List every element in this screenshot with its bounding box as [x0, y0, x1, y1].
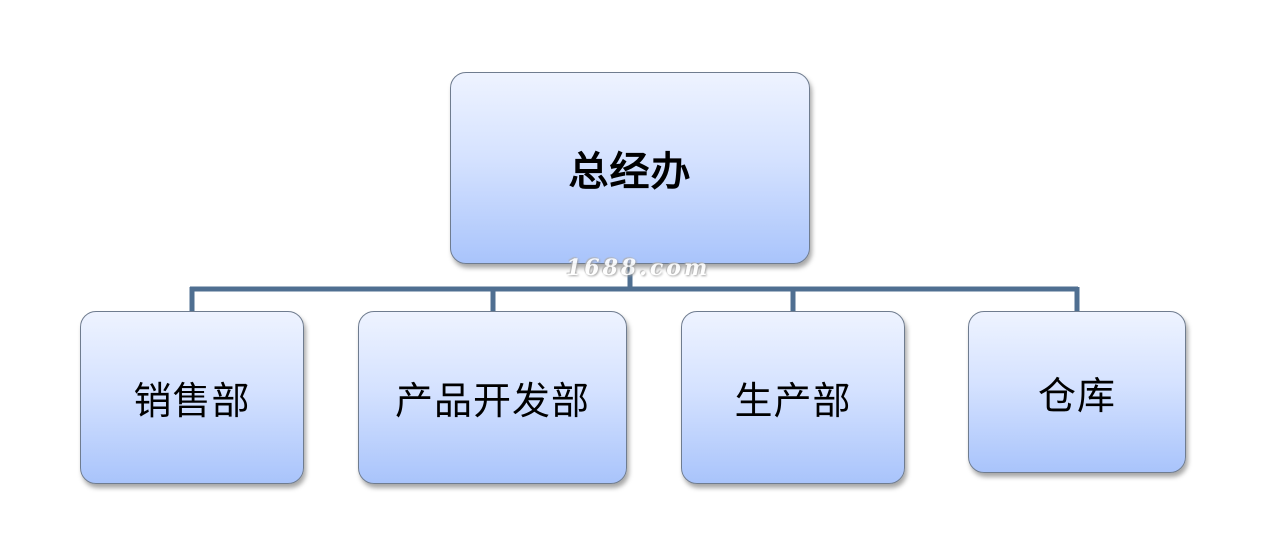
- node-product-dev-dept: 产品开发部: [358, 311, 627, 484]
- node-warehouse-label: 仓库: [1037, 373, 1116, 418]
- node-sales-dept-label: 销售部: [133, 379, 251, 423]
- node-warehouse: 仓库: [968, 311, 1186, 473]
- node-general-office: 总经办: [450, 72, 810, 264]
- node-production-dept: 生产部: [681, 311, 905, 484]
- node-general-office-label: 总经办: [568, 149, 692, 195]
- watermark: 1688.com: [566, 255, 711, 281]
- node-production-dept-label: 生产部: [734, 379, 852, 423]
- node-sales-dept: 销售部: [80, 311, 304, 484]
- node-product-dev-dept-label: 产品开发部: [394, 379, 590, 423]
